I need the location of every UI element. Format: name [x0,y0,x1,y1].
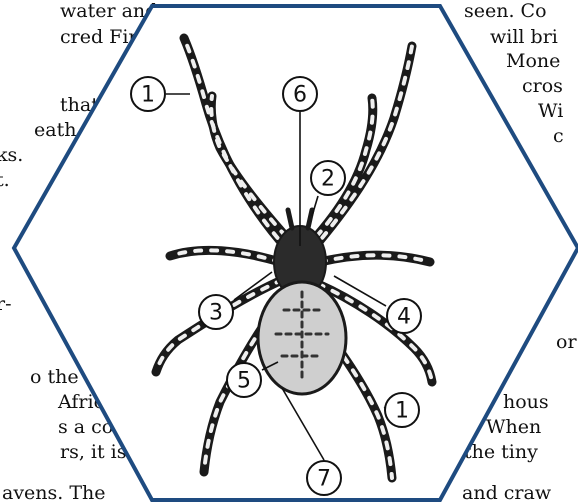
callout-1-lower-leg-label: 1 [395,399,409,424]
callout-1-upper-leg-label: 1 [141,83,155,108]
callout-6-center-label: 6 [293,83,307,108]
callout-3-left-leg-label: 3 [209,301,223,326]
callout-4-right-leg-label: 4 [397,305,411,330]
callout-2-head-label: 2 [321,167,335,192]
callout-7-abdomen-bottom-label: 7 [317,467,331,492]
callout-5-abdomen-label: 5 [237,369,251,394]
